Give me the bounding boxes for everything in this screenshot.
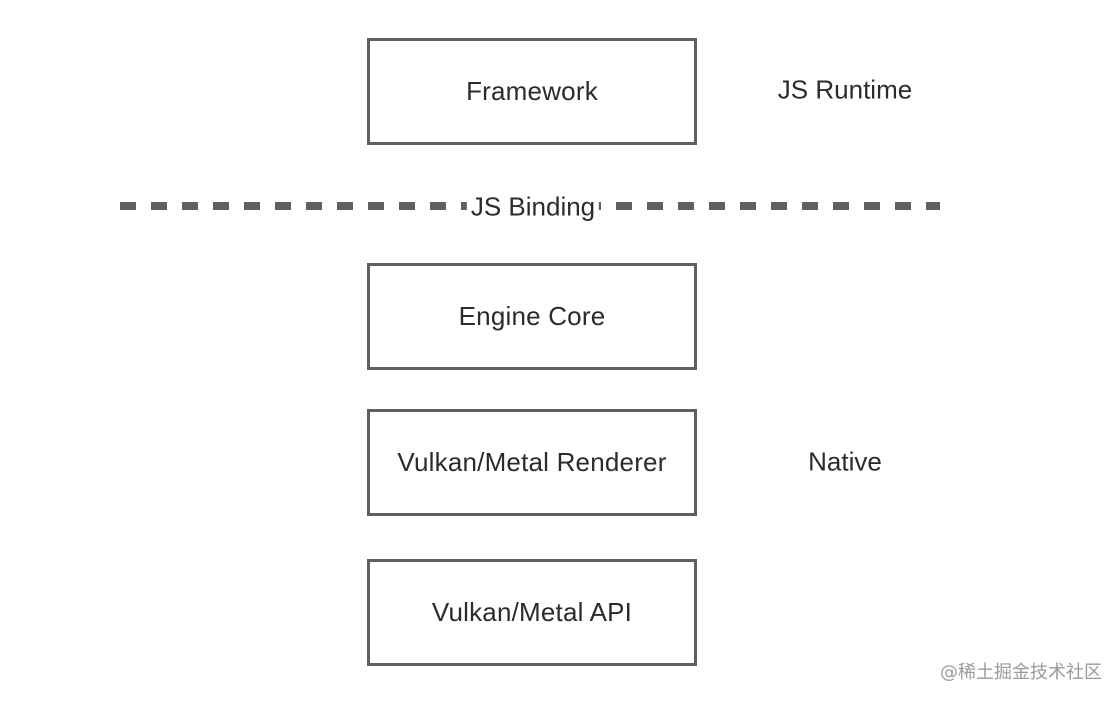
framework-layer-box: Framework [367,38,697,145]
js-runtime-group-label: JS Runtime [777,74,913,105]
api-layer-label: Vulkan/Metal API [431,597,633,627]
renderer-layer-box: Vulkan/Metal Renderer [367,409,697,516]
renderer-layer-label: Vulkan/Metal Renderer [397,447,667,477]
watermark: @稀土掘金技术社区 [940,662,1102,683]
js-binding-label: JS Binding [466,191,600,223]
engine-core-layer-box: Engine Core [367,263,697,370]
api-layer-box: Vulkan/Metal API [367,559,697,666]
framework-layer-label: Framework [466,76,598,106]
engine-core-layer-label: Engine Core [458,301,606,331]
native-group-label: Native [808,446,882,477]
